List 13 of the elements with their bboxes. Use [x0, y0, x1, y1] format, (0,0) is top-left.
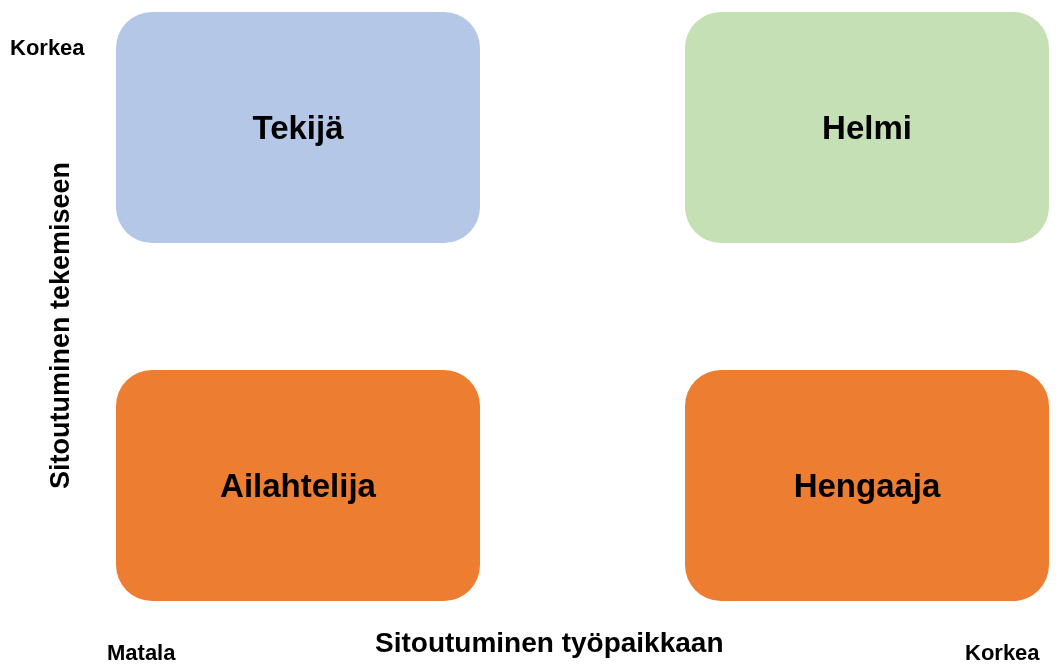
quadrant-label: Hengaaja [793, 466, 941, 505]
axis-level-label: Korkea [10, 35, 85, 61]
quadrant-box [116, 370, 480, 601]
quadrant-label: Ailahtelija [220, 466, 376, 505]
quadrant-box [685, 12, 1049, 243]
quadrant-box [116, 12, 480, 243]
axis-level-label: Korkea [965, 640, 1040, 666]
axis-level-label: Matala [107, 640, 176, 666]
axis-title: Sitoutuminen työpaikkaan [375, 627, 724, 659]
quadrant-label: Tekijä [252, 108, 344, 147]
quadrant-label: Helmi [822, 108, 912, 147]
quadrant-box [685, 370, 1049, 601]
axis-title: Sitoutuminen tekemiseen [44, 161, 76, 489]
